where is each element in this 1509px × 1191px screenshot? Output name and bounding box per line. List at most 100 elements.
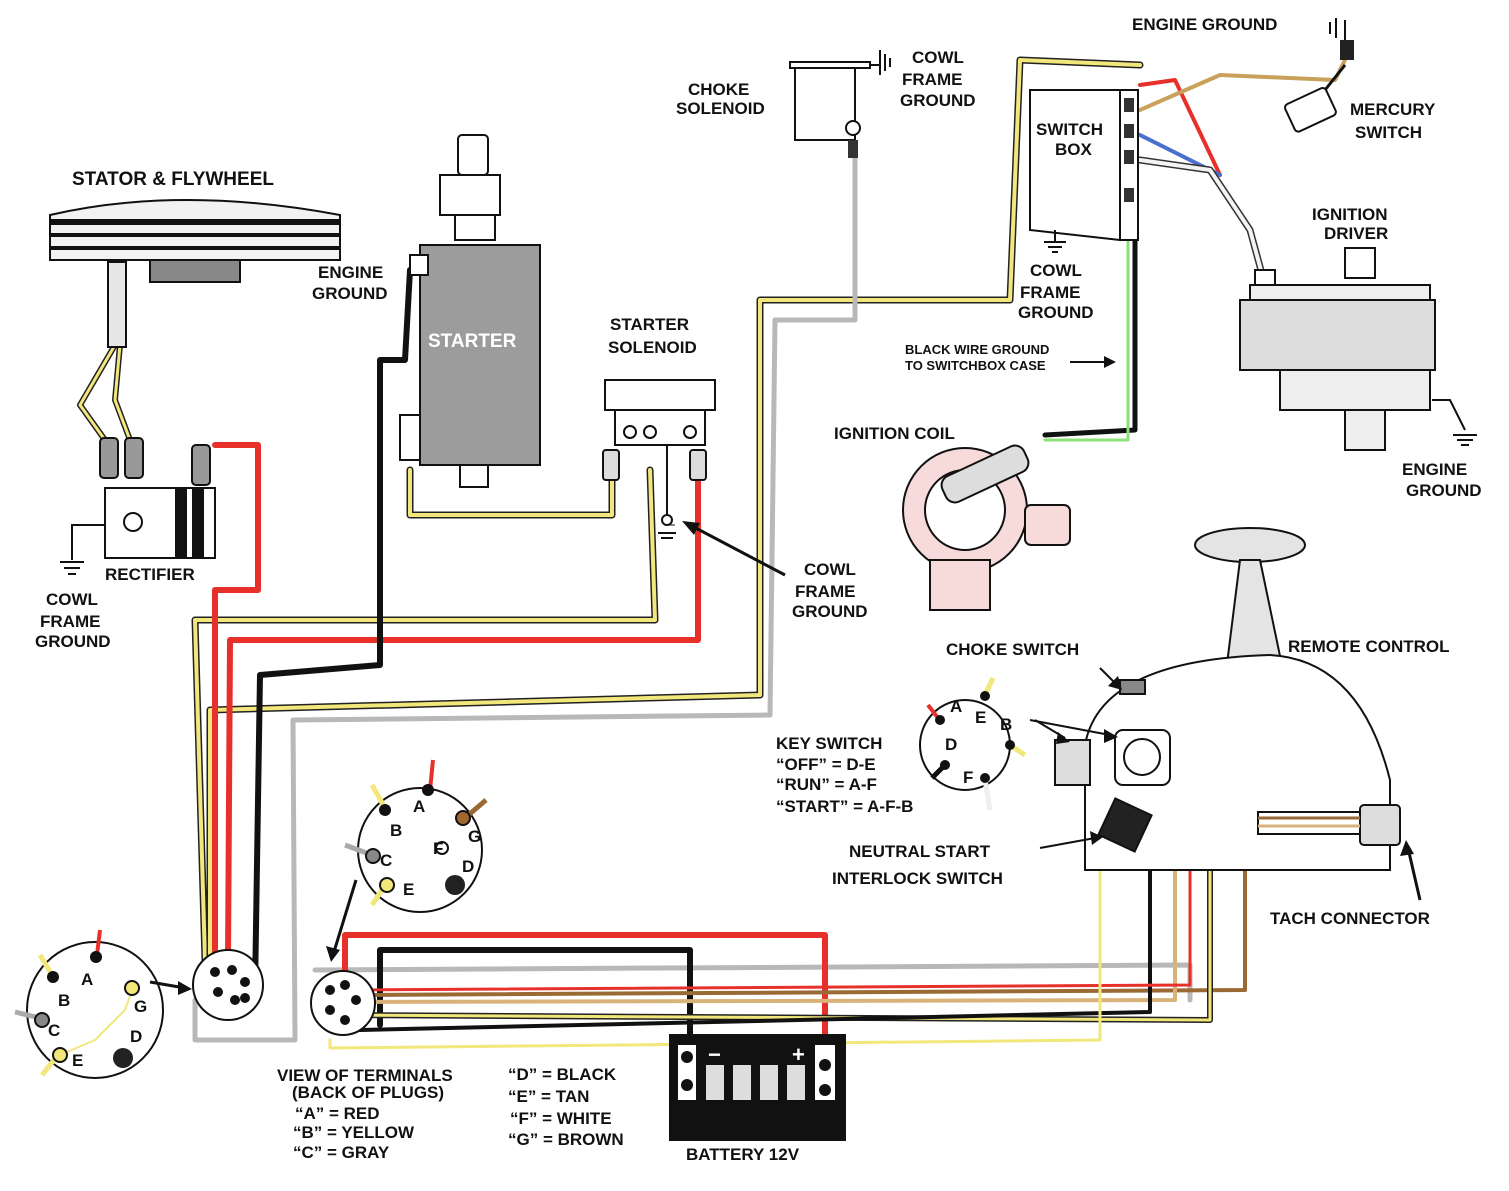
label-engine-ground-top: ENGINE GROUND [1132,15,1277,34]
cowl-arrow [689,523,786,577]
mid-pin-F: F [433,839,443,858]
label-cowl-top-1: COWL [912,48,964,67]
label-view-1: VIEW OF TERMINALS [277,1066,453,1085]
label-stator-flywheel: STATOR & FLYWHEEL [72,169,274,190]
label-cowl-switch-1: COWL [1030,261,1082,280]
mid-pin-A: A [413,797,425,816]
plug-back-middle [310,970,376,1036]
label-choke-solenoid-2: SOLENOID [676,99,765,118]
label-cowl-top-2: FRAME [902,70,962,89]
rectifier-yellow-lead [78,343,117,442]
label-cowl-switch-2: FRAME [1020,283,1080,302]
left-pin-G: G [134,997,147,1016]
starter-solenoid [602,379,786,577]
battery-plus: + [792,1042,805,1067]
label-view-2: (BACK OF PLUGS) [292,1083,444,1102]
label-starter-solenoid-1: STARTER [610,315,689,334]
label-battery: BATTERY 12V [686,1145,800,1164]
mid-pin-D: D [462,857,474,876]
label-choke-switch: CHOKE SWITCH [946,640,1079,659]
label-engine-ground-starter-2: GROUND [312,284,388,303]
plug-back-left [149,949,264,1021]
label-switch-box-2: BOX [1055,140,1093,159]
label-tach: TACH CONNECTOR [1270,909,1430,928]
black-wire-ground [252,267,413,993]
ignition-coil [902,444,1071,611]
battery: − + [669,1034,846,1141]
key-pin-A: A [950,697,962,716]
legend-d: “D” = BLACK [508,1065,617,1084]
yellow-wire-starter [408,458,614,517]
label-neutral-1: NEUTRAL START [849,842,991,861]
label-remote-control: REMOTE CONTROL [1288,637,1450,656]
rectifier [60,437,216,575]
remote-control-box [1029,527,1422,901]
mid-pin-E: E [403,880,414,899]
mid-pin-B: B [390,821,402,840]
label-cowl-left-3: GROUND [35,632,111,651]
legend-g: “G” = BROWN [508,1130,624,1149]
left-pin-E: E [72,1051,83,1070]
left-pin-B: B [58,991,70,1010]
starter-motor [399,134,541,488]
black-wire-switchbox [1042,202,1138,438]
label-ignition-driver-2: DRIVER [1324,224,1388,243]
legend-a: “A” = RED [295,1104,380,1123]
label-starter: STARTER [428,331,517,352]
label-key-switch-4: “START” = A-F-B [776,797,913,816]
mid-pin-G: G [468,827,481,846]
label-key-switch-2: “OFF” = D-E [776,755,876,774]
label-mercury-2: SWITCH [1355,123,1422,142]
red-wire-rectifier [212,442,261,963]
red-wire-solenoid [225,467,701,963]
mid-pin-C: C [380,851,392,870]
key-pin-D: D [945,735,957,754]
ignition-driver [1239,247,1477,451]
label-engine-ground-right-2: GROUND [1406,481,1482,500]
label-black-wire-1: BLACK WIRE GROUND [905,342,1049,357]
stator-flywheel [49,199,341,348]
color-legend: “A” = RED “B” = YELLOW “C” = GRAY “D” = … [293,1065,624,1162]
green-wire-coil [1043,208,1130,442]
white-wire-driver [1138,158,1267,287]
mercury-switch [1284,18,1354,133]
harness-black-2 [358,818,1152,1032]
left-pin-D: D [130,1027,142,1046]
legend-f: “F” = WHITE [510,1109,612,1128]
label-switch-box-1: SWITCH [1036,120,1103,139]
label-ignition-coil: IGNITION COIL [834,424,955,443]
label-mercury-1: MERCURY [1350,100,1436,119]
label-key-switch-3: “RUN” = A-F [776,775,877,794]
key-pin-B: B [1000,715,1012,734]
legend-b: “B” = YELLOW [293,1123,415,1142]
label-key-switch-1: KEY SWITCH [776,734,882,753]
label-black-wire-2: TO SWITCHBOX CASE [905,358,1046,373]
label-cowl-top-3: GROUND [900,91,976,110]
label-rectifier: RECTIFIER [105,565,195,584]
label-choke-solenoid-1: CHOKE [688,80,749,99]
legend-c: “C” = GRAY [293,1143,390,1162]
plug-dial-left: A B G C D E [14,929,164,1079]
gray-wire-choke [192,147,858,1043]
key-pin-F: F [963,768,973,787]
label-engine-ground-right-1: ENGINE [1402,460,1467,479]
key-switch-dial: A E B D F [919,676,1027,811]
legend-e: “E” = TAN [508,1087,589,1106]
label-cowl-mid-1: COWL [804,560,856,579]
left-pin-A: A [81,970,93,989]
choke-solenoid [789,50,891,158]
labels: STATOR & FLYWHEEL ENGINE GROUND STARTER … [35,15,1482,1164]
label-ignition-driver-1: IGNITION [1312,205,1388,224]
label-cowl-mid-3: GROUND [792,602,868,621]
battery-minus: − [708,1042,721,1067]
left-pin-C: C [48,1021,60,1040]
plug-dial-middle: A B G C F D E [326,759,488,962]
label-engine-ground-starter-1: ENGINE [318,263,383,282]
label-starter-solenoid-2: SOLENOID [608,338,697,357]
label-cowl-mid-2: FRAME [795,582,855,601]
label-cowl-left-1: COWL [46,590,98,609]
red-wire-switchbox [1138,78,1222,177]
label-neutral-2: INTERLOCK SWITCH [832,869,1003,888]
switch-box [1029,89,1139,368]
